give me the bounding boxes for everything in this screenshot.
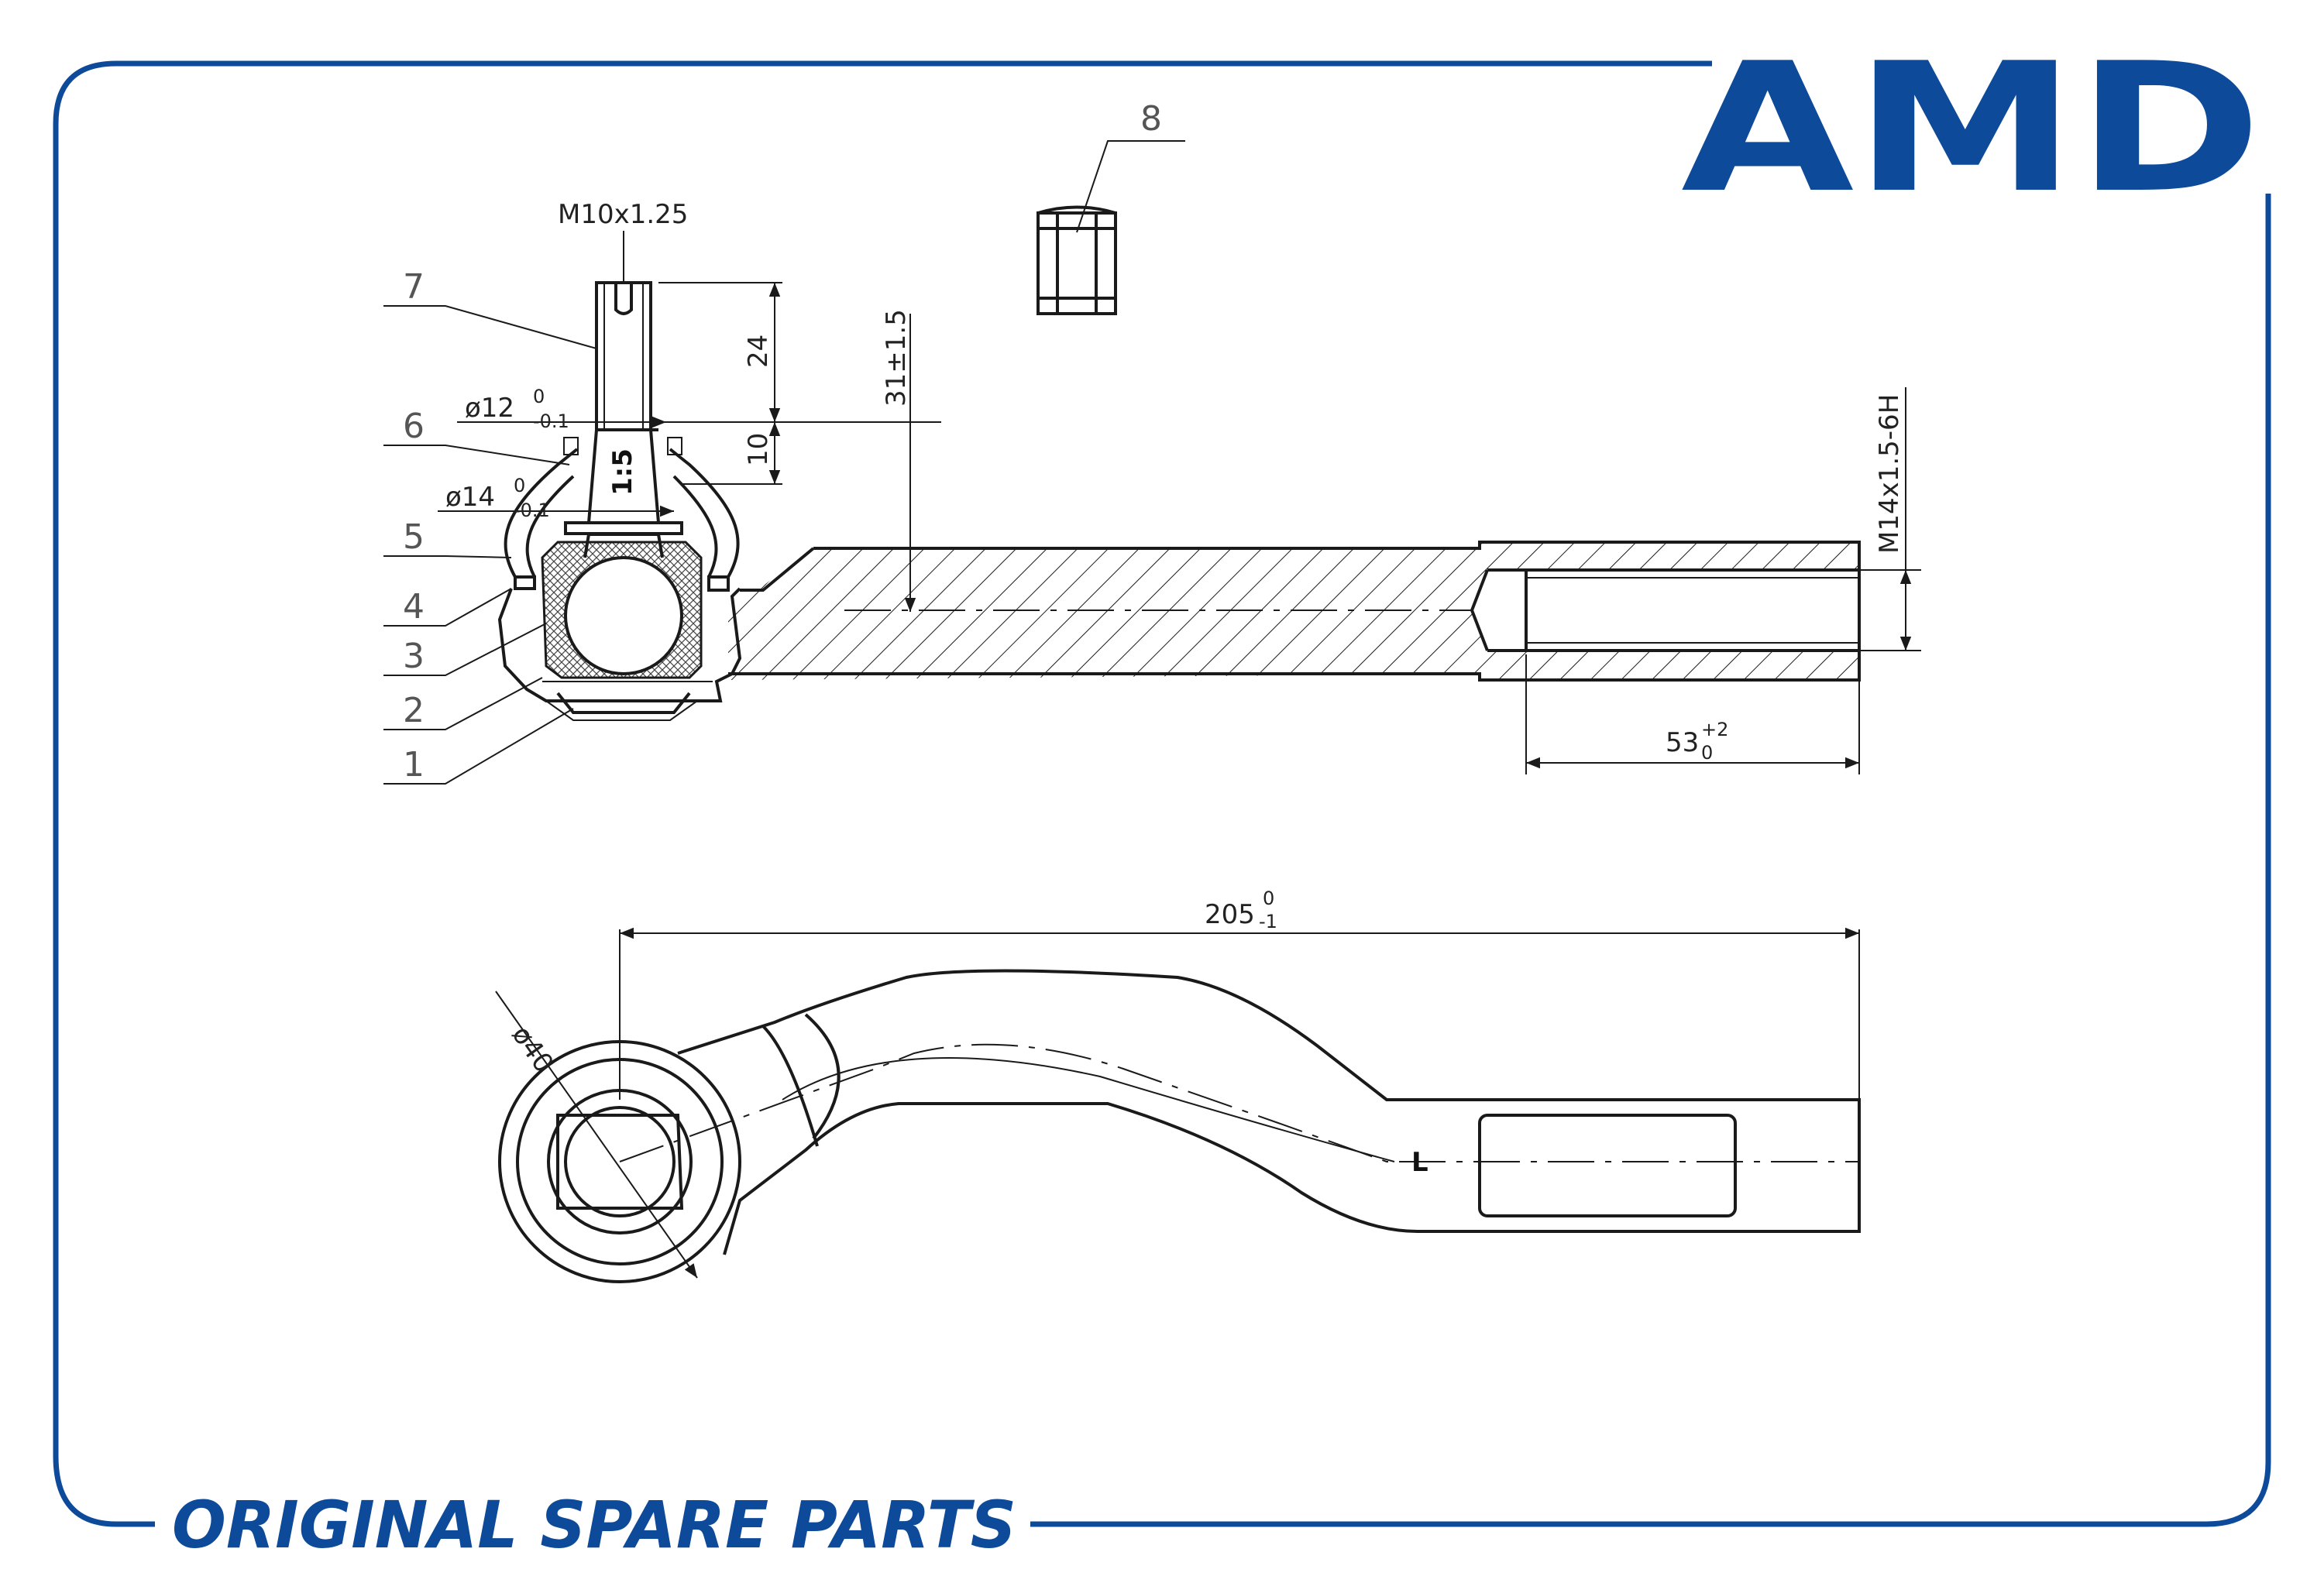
svg-text:0: 0 [1263,888,1274,909]
callout-1: 1 [403,745,425,785]
svg-text:+2: +2 [1701,719,1728,740]
svg-text:0: 0 [1701,742,1713,764]
dia12-label: ø12 [465,393,514,424]
footer: ORIGINAL SPARE PARTS [172,1487,1016,1563]
footer-text: ORIGINAL SPARE PARTS [172,1487,1016,1563]
bottom-plug [556,692,691,714]
top-view-section: 1:5 M10x1.25 24 10 31±1.5 ø12 0 -0.1 ø14 [383,99,1921,785]
svg-text:-0.1: -0.1 [533,410,569,432]
label-plate [1478,1114,1737,1217]
rod-outline [728,541,1861,682]
dim-205-label: 205 [1205,899,1255,930]
thread-rod-label: M14x1.5-6H [1874,394,1905,554]
callout-3: 3 [403,637,425,676]
dim-10-label: 10 [743,433,774,466]
side-mark-label: L [1411,1147,1428,1178]
dim-31-label: 31±1.5 [881,309,912,407]
bottom-view-section: 205 0 -1 ø40 L [495,888,1861,1283]
callout-leaders [383,140,1185,785]
dia14-label: ø14 [445,482,495,513]
svg-text:0: 0 [514,475,525,496]
thread-pin-label: M10x1.25 [558,199,688,230]
page-frame [53,60,2271,1527]
taper-label: 1:5 [607,448,638,496]
callout-4: 4 [403,587,425,627]
callout-6: 6 [403,407,425,446]
callout-7: 7 [403,267,425,307]
callout-2: 2 [403,691,425,730]
callout-8: 8 [1140,99,1162,139]
eye-outer [498,1040,741,1283]
dim-24-label: 24 [743,335,774,368]
rod-bore [1470,568,1859,652]
svg-text:-1: -1 [1259,911,1277,932]
nut-part-8 [1037,205,1117,315]
arm-outline [677,969,1861,1255]
svg-text:0: 0 [533,386,545,407]
brand-logo: AMD [1681,26,2262,232]
housing-outline [497,587,742,702]
callout-5: 5 [403,517,425,557]
svg-text:-0.1: -0.1 [514,500,550,521]
dim-53-label: 53 [1666,727,1699,758]
ball [564,556,683,675]
stud-flat [556,1114,684,1210]
logo-text: AMD [1681,26,2262,232]
dust-boot [504,448,740,578]
washer [564,521,683,535]
